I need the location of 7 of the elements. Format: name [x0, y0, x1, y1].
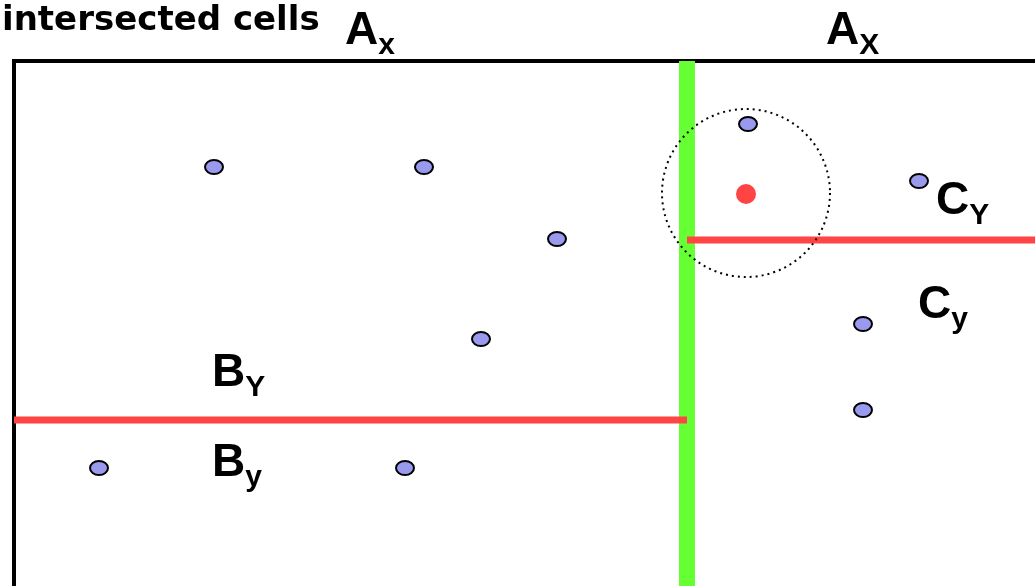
split-label: A$_{x}$: [345, 4, 395, 62]
split-label: C$_{y}$: [918, 278, 968, 336]
title: intersected cells: [2, 0, 320, 36]
split-label: A$_{X}$: [826, 4, 880, 62]
split-label: B$_{Y}$: [212, 346, 266, 404]
split-label: C$_{Y}$: [936, 174, 990, 232]
split-label: B$_{y}$: [212, 436, 262, 494]
